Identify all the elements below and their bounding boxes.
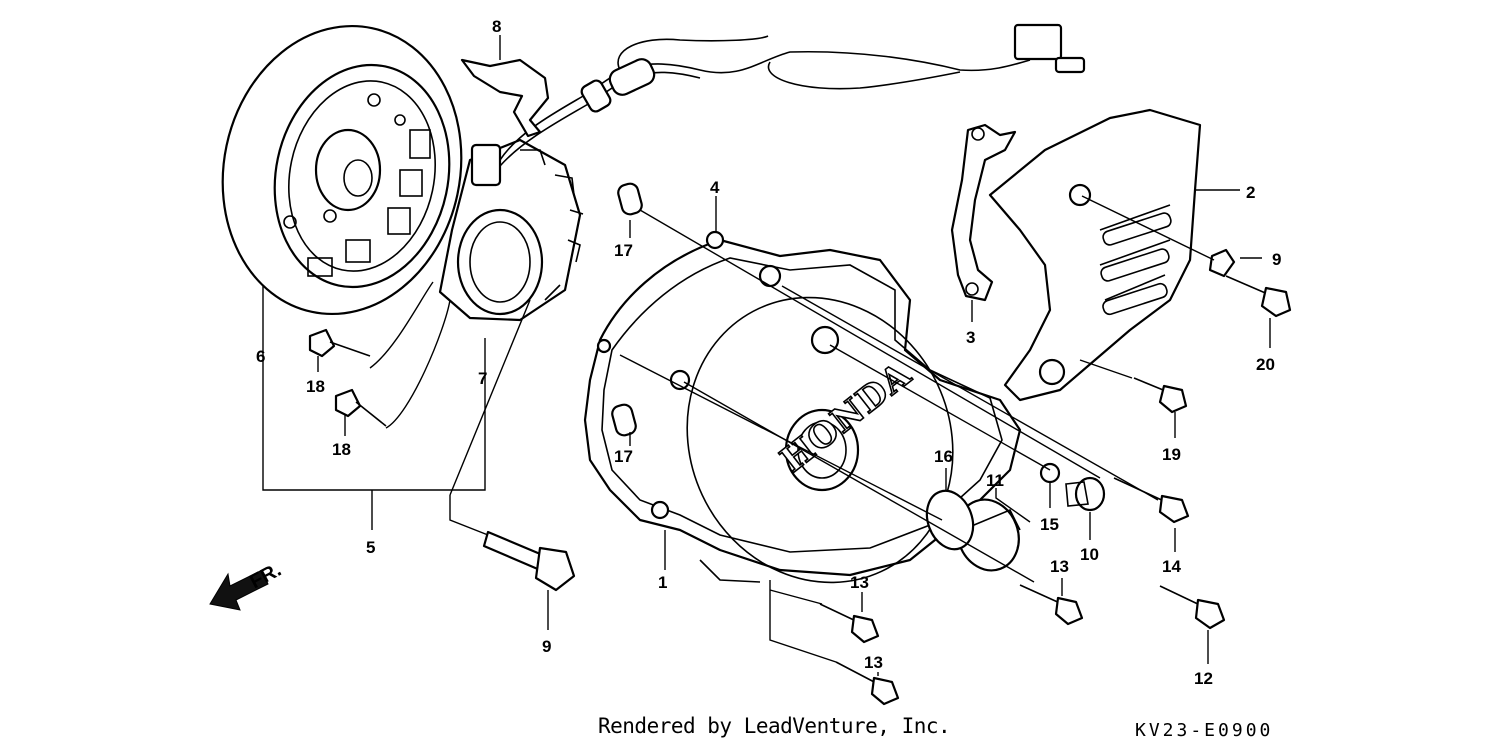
callout-9-bolt: 9 bbox=[542, 637, 551, 656]
callout-17-upper: 17 bbox=[614, 241, 633, 260]
stator-wire-harness bbox=[499, 23, 1086, 167]
setting-plate[interactable] bbox=[950, 123, 1017, 302]
diagram-code: KV23-E0900 bbox=[1135, 720, 1274, 741]
callout-3: 3 bbox=[966, 328, 975, 347]
callout-14: 14 bbox=[1162, 557, 1181, 576]
callout-11: 11 bbox=[986, 471, 1004, 490]
stator-assembly[interactable] bbox=[438, 138, 584, 322]
bolt-13-lower[interactable] bbox=[835, 661, 900, 706]
wire-clamp[interactable] bbox=[460, 58, 550, 138]
callout-13-middle: 13 bbox=[850, 573, 869, 592]
bolt-18-lower[interactable] bbox=[334, 388, 387, 427]
bolt-12[interactable] bbox=[1159, 585, 1226, 630]
callout-5: 5 bbox=[366, 538, 375, 557]
rendered-by-credit: Rendered by LeadVenture, Inc. bbox=[598, 714, 951, 738]
callout-15: 15 bbox=[1040, 515, 1059, 534]
o-ring-16[interactable] bbox=[919, 484, 981, 555]
flywheel-bolt-9[interactable] bbox=[482, 530, 576, 592]
bolt-19[interactable] bbox=[1133, 377, 1188, 414]
wire-connector bbox=[1013, 23, 1063, 61]
callout-18-lower: 18 bbox=[332, 440, 351, 459]
front-direction-arrow: FR. bbox=[209, 559, 285, 611]
bolt-18-upper[interactable] bbox=[308, 328, 371, 358]
callout-4: 4 bbox=[710, 178, 720, 197]
callout-16: 16 bbox=[934, 447, 953, 466]
wire-clip-9[interactable] bbox=[1208, 248, 1236, 278]
leader-lines bbox=[262, 35, 1271, 676]
callout-12: 12 bbox=[1194, 669, 1213, 688]
bolt-13-right[interactable] bbox=[1019, 584, 1084, 626]
callout-20: 20 bbox=[1256, 355, 1275, 374]
callout-7: 7 bbox=[478, 369, 487, 388]
callout-2: 2 bbox=[1246, 183, 1255, 202]
callout-13-right: 13 bbox=[1050, 557, 1069, 576]
callout-1: 1 bbox=[658, 573, 667, 592]
callout-labels: 1 2 3 4 5 6 7 8 9 9 10 11 12 13 13 13 14… bbox=[256, 17, 1281, 688]
bolt-14[interactable] bbox=[1113, 477, 1190, 524]
callout-19: 19 bbox=[1162, 445, 1181, 464]
callout-17-lower: 17 bbox=[614, 447, 633, 466]
flywheel-rotor[interactable] bbox=[196, 4, 487, 337]
callout-10: 10 bbox=[1080, 545, 1099, 564]
bolt-20[interactable] bbox=[1225, 275, 1292, 318]
callout-9-clip: 9 bbox=[1272, 250, 1281, 269]
bolt-13-middle[interactable] bbox=[819, 603, 880, 644]
callout-6: 6 bbox=[256, 347, 265, 366]
callout-18-upper: 18 bbox=[306, 377, 325, 396]
sprocket-cover[interactable] bbox=[988, 108, 1202, 402]
left-crankcase-cover[interactable]: HONDA bbox=[583, 230, 1022, 626]
dowel-pin-lower[interactable] bbox=[610, 403, 637, 437]
timing-hole-cap[interactable] bbox=[1065, 476, 1106, 512]
dowel-pin-upper[interactable] bbox=[616, 182, 643, 216]
callout-8: 8 bbox=[492, 17, 501, 36]
callout-13-lower: 13 bbox=[864, 653, 883, 672]
